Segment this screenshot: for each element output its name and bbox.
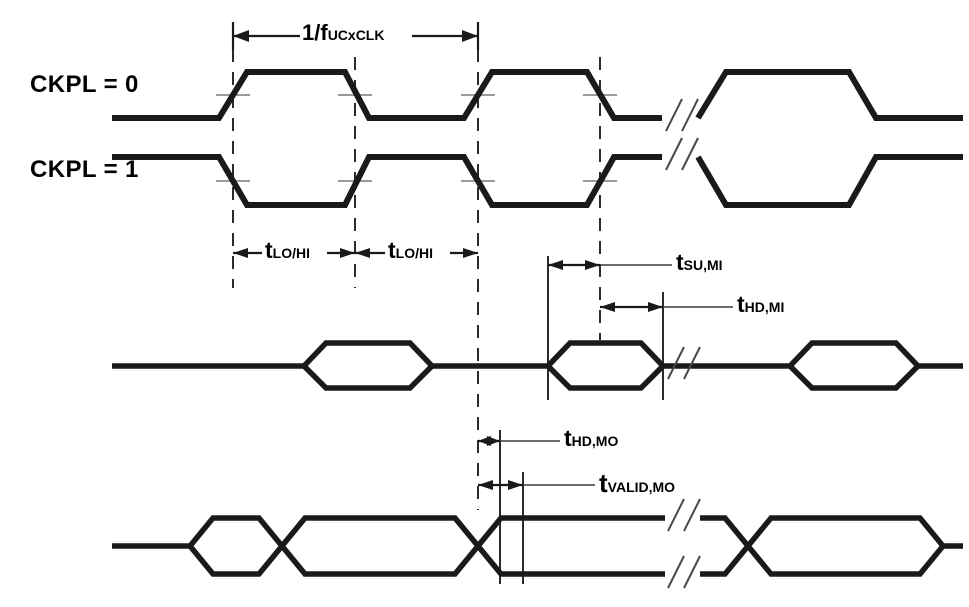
label-valid-mo: tVALID,MO	[599, 470, 675, 496]
label-hd-mi: tHD,MI	[737, 293, 784, 316]
label-hd-mo-sub: HD,MO	[571, 433, 619, 449]
label-hd-mi-sub: HD,MI	[744, 299, 785, 315]
break-mark-mo-upper-b	[683, 498, 701, 532]
arrow-hdmo-right	[487, 436, 500, 446]
label-su-mi-sub: SU,MI	[683, 257, 723, 273]
arrow-lohi1-left	[233, 248, 248, 258]
label-period-main: 1/f	[302, 20, 328, 45]
arrow-lohi2-right	[463, 248, 478, 258]
arrow-validmo-left	[478, 480, 493, 490]
dimension-hd-mi	[600, 302, 733, 312]
label-lo-hi-1-main: t	[265, 237, 273, 263]
arrow-hdmi-left	[600, 302, 615, 312]
label-lo-hi-2-main: t	[388, 237, 396, 263]
arrow-lohi2-left	[355, 248, 370, 258]
arrow-hdmi-right	[648, 302, 663, 312]
break-mark-ckpl1-a	[665, 137, 683, 171]
label-lo-hi-1: tLO/HI	[265, 239, 310, 262]
break-mark-mo-upper-a	[667, 498, 685, 532]
label-hd-mo: tHD,MO	[564, 427, 618, 450]
dimension-su-mi	[548, 260, 672, 270]
arrow-period-right	[462, 30, 478, 42]
label-valid-mo-main: t	[599, 468, 608, 498]
label-period-sub: UCxCLK	[327, 27, 385, 43]
break-mark-ckpl1-b	[681, 137, 699, 171]
label-lo-hi-2: tLO/HI	[388, 239, 433, 262]
label-lo-hi-2-sub: LO/HI	[395, 245, 434, 261]
label-su-mi: tSU,MI	[676, 251, 723, 274]
label-period: 1/fUCxCLK	[302, 22, 384, 44]
arrow-sumi-right	[585, 260, 600, 270]
break-mark-mi-b	[683, 346, 701, 380]
dimension-lo-hi-1	[233, 248, 355, 258]
signal-label-ckpl0: CKPL = 0	[30, 71, 139, 98]
label-valid-mo-sub: VALID,MO	[607, 479, 676, 495]
arrow-validmo-right	[508, 480, 523, 490]
midlevel-crossing-ticks	[216, 94, 617, 182]
dimension-hd-mo	[478, 436, 560, 446]
waveform-mi-data	[112, 340, 963, 391]
break-mark-ckpl0-b	[681, 98, 699, 132]
waveform-ckpl-1	[112, 137, 963, 208]
label-hd-mo-main: t	[564, 425, 572, 451]
label-hd-mi-main: t	[737, 291, 745, 317]
signal-label-ckpl1: CKPL = 1	[30, 156, 139, 183]
break-mark-mo-lower-b	[683, 555, 701, 589]
waveform-mo-data	[112, 498, 963, 589]
dimension-lo-hi-2	[355, 248, 478, 258]
dimension-valid-mo	[478, 480, 595, 490]
arrow-sumi-left	[548, 260, 563, 270]
reference-lines	[232, 26, 664, 584]
waveform-ckpl-0	[112, 69, 963, 132]
label-su-mi-main: t	[676, 249, 684, 275]
arrow-period-left	[233, 30, 249, 42]
break-mark-mi-a	[667, 346, 685, 380]
break-mark-ckpl0-a	[665, 98, 683, 132]
arrow-lohi1-right	[340, 248, 355, 258]
label-lo-hi-1-sub: LO/HI	[272, 245, 311, 261]
break-mark-mo-lower-a	[667, 555, 685, 589]
dimension-period	[231, 22, 480, 50]
